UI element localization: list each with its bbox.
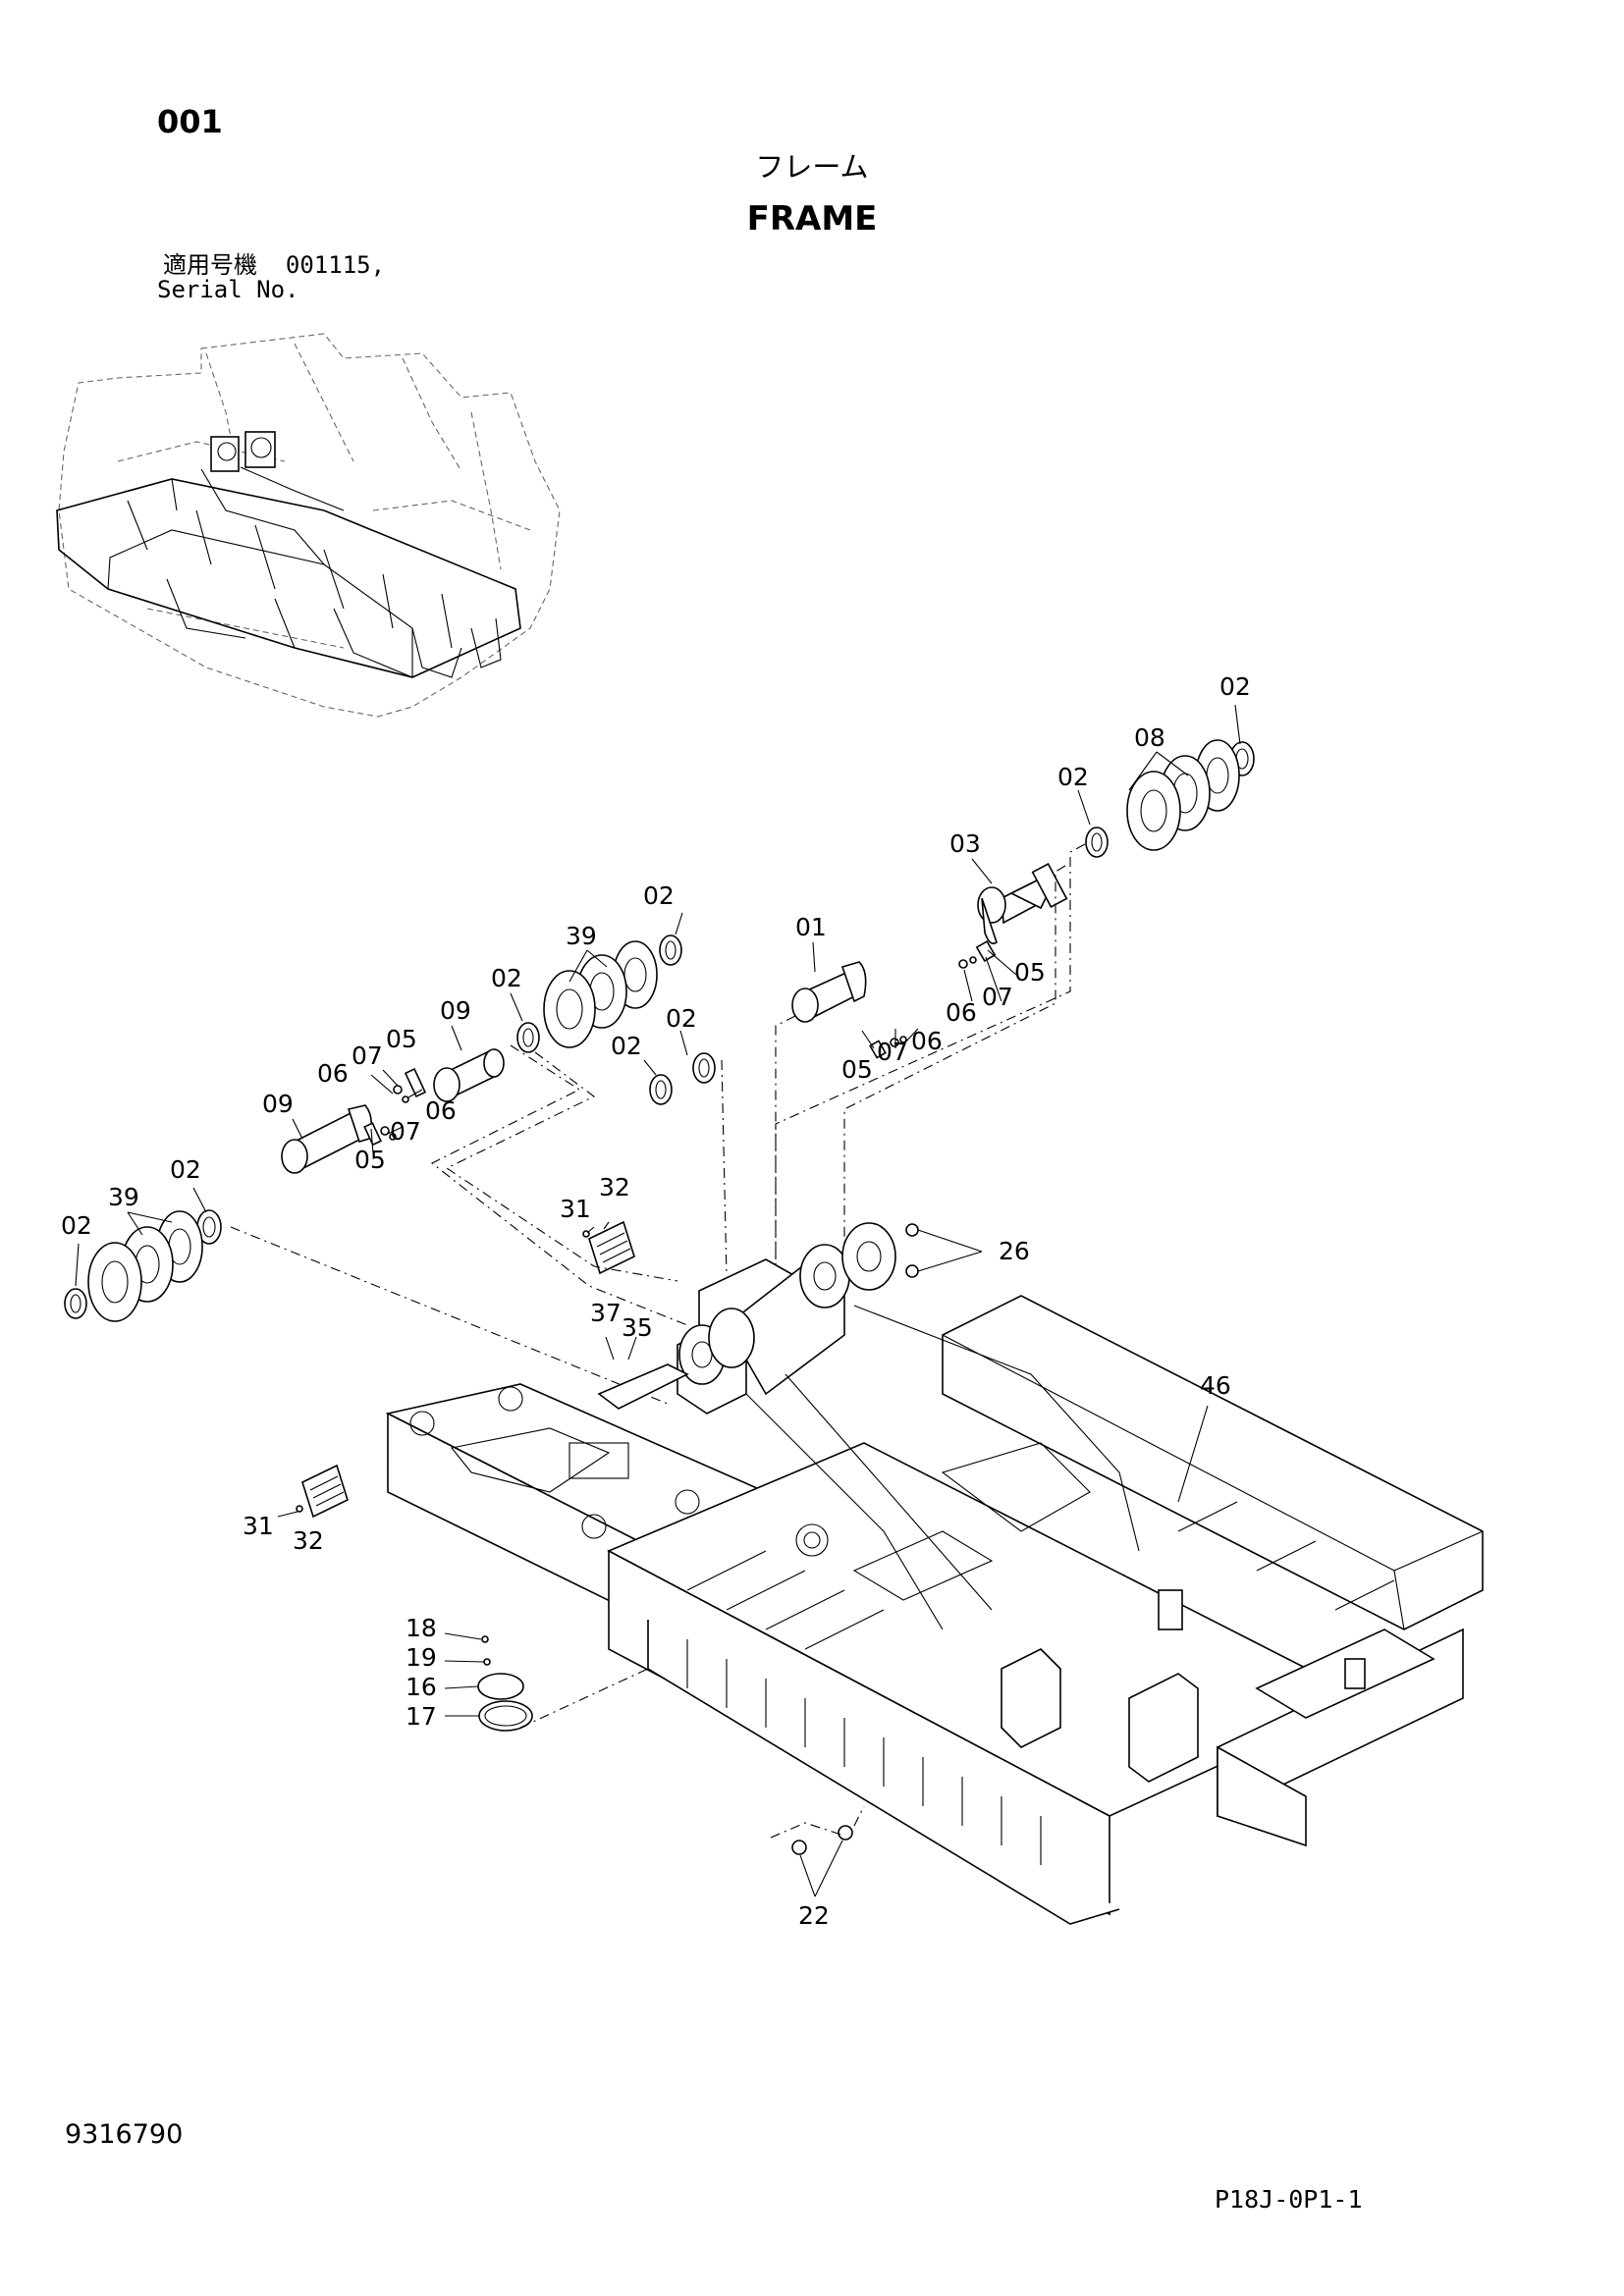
callout-16: 16 [406, 1673, 437, 1701]
callout-17: 17 [406, 1702, 437, 1731]
callout-02: 02 [170, 1155, 201, 1184]
callout-05: 05 [841, 1055, 873, 1084]
callout-39: 39 [108, 1183, 139, 1211]
callout-06: 06 [911, 1027, 943, 1055]
callout-01: 01 [795, 913, 827, 941]
leader-lines [75, 704, 1241, 1897]
page-number: 001 [157, 103, 223, 140]
serial-value: 001115, [285, 251, 386, 279]
callout-02: 02 [491, 964, 522, 992]
callout-labels: 02 08 02 03 05 07 06 01 05 07 06 02 39 0… [61, 672, 1251, 1930]
serial-label-english: Serial No. [157, 276, 299, 303]
callout-06: 06 [946, 998, 977, 1027]
serial-label-japanese: 適用号機 001115, [163, 253, 385, 277]
callout-08: 08 [1134, 723, 1165, 752]
callout-32: 32 [599, 1173, 630, 1201]
main-frame-assembly [385, 1222, 1484, 1925]
callout-31: 31 [243, 1512, 274, 1540]
title-english: FRAME [746, 199, 878, 239]
callout-02: 02 [1057, 763, 1089, 791]
title-japanese: フレーム [755, 150, 869, 184]
callout-32: 32 [293, 1526, 324, 1555]
callout-02: 02 [1219, 672, 1251, 701]
alignment-lines [230, 843, 1086, 1839]
callout-39: 39 [566, 922, 597, 950]
callout-03: 03 [949, 829, 981, 858]
callout-19: 19 [406, 1643, 437, 1672]
callout-31: 31 [560, 1195, 591, 1223]
document-number: 9316790 [65, 2119, 184, 2150]
callout-02: 02 [643, 881, 675, 910]
callout-22: 22 [798, 1901, 830, 1930]
callout-02: 02 [611, 1032, 642, 1060]
sheet-code: P18J-0P1-1 [1215, 2185, 1363, 2214]
callout-05: 05 [354, 1146, 386, 1174]
inset-overview-illustration [56, 333, 561, 718]
callout-26: 26 [999, 1237, 1030, 1265]
callout-02: 02 [666, 1004, 697, 1033]
callout-07: 07 [982, 983, 1013, 1011]
callout-07: 07 [352, 1041, 383, 1070]
callout-06: 06 [317, 1059, 349, 1088]
serial-label-jp: 適用号機 [163, 251, 257, 279]
callout-06: 06 [425, 1096, 457, 1125]
callout-18: 18 [406, 1614, 437, 1642]
callout-09: 09 [262, 1090, 294, 1118]
callout-09: 09 [440, 996, 471, 1025]
callout-05: 05 [386, 1025, 417, 1053]
callout-02: 02 [61, 1211, 92, 1240]
pin-assemblies [64, 739, 1255, 1855]
callout-07: 07 [390, 1117, 421, 1146]
callout-05: 05 [1014, 958, 1046, 987]
callout-37: 37 [590, 1299, 622, 1327]
callout-07: 07 [877, 1038, 908, 1066]
callout-35: 35 [622, 1313, 653, 1342]
callout-46: 46 [1200, 1371, 1231, 1400]
